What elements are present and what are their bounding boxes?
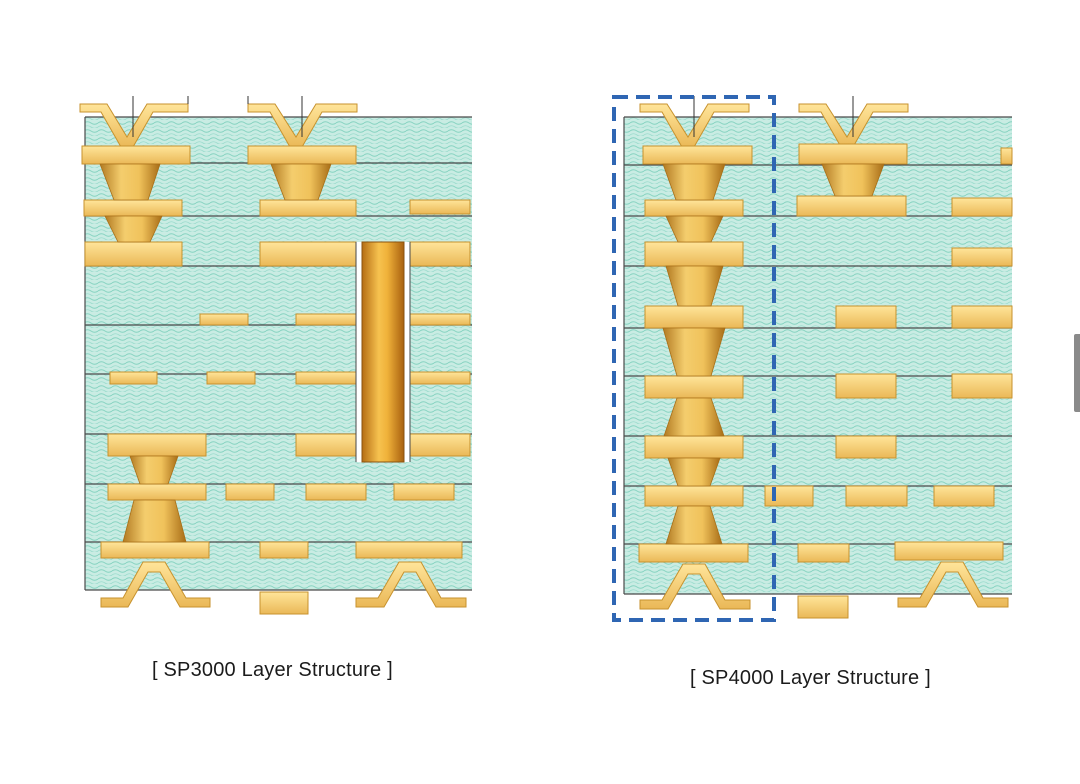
sp4000-bottom-microvia-2 [897, 561, 1009, 608]
sp4000-caption: [ SP4000 Layer Structure ] [690, 667, 931, 689]
sp3000-bottom-microvia-2 [355, 561, 467, 608]
sp3000-through-hole-via [355, 241, 411, 463]
sp4000-top-microvia-1 [639, 103, 750, 148]
sp3000-bottom-microvia-1 [100, 561, 211, 608]
sp3000-copper-pads [81, 145, 471, 615]
sp3000-top-microvia-2 [247, 103, 358, 148]
sp4000-stacked-via-highlight [612, 95, 776, 622]
sp4000-stacked-vias [662, 163, 885, 545]
sp4000-bottom-microvia-1 [639, 563, 751, 610]
sp4000-top-microvia-2 [798, 103, 909, 148]
sp3000-top-microvia-1 [79, 103, 189, 148]
sp3000-diagram [79, 96, 472, 615]
sp4000-copper-pads [638, 143, 1013, 619]
sp3000-blind-vias [99, 163, 332, 543]
side-scroll-handle[interactable] [1074, 334, 1080, 412]
sp3000-caption: [ SP3000 Layer Structure ] [152, 659, 393, 681]
sp4000-diagram [612, 95, 1013, 622]
